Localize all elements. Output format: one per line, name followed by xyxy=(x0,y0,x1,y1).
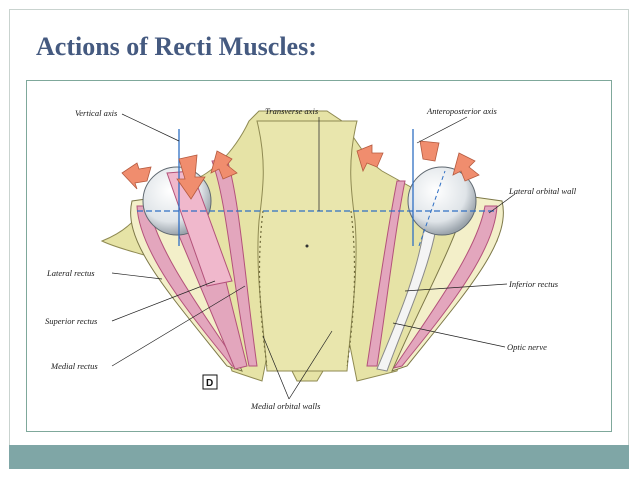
leader-anteroposterior-axis xyxy=(416,116,468,144)
leader-medial-orbital-walls-b xyxy=(288,330,333,400)
arrow-right-outer xyxy=(452,152,480,182)
leader-lateral-rectus xyxy=(111,272,163,280)
arrow-right-inner xyxy=(356,144,384,173)
label-lateral-rectus: Lateral rectus xyxy=(46,268,95,278)
medial-wall-left xyxy=(258,210,268,367)
left-medial-rectus xyxy=(211,158,258,367)
leader-inferior-rectus xyxy=(404,283,508,292)
orbit-diagram: Vertical axis Transverse axis Anteropost… xyxy=(45,106,577,411)
leader-medial-orbital-walls-a xyxy=(262,335,290,400)
leader-medial-rectus xyxy=(111,285,246,367)
center-dot xyxy=(305,244,309,248)
arrow-right-top xyxy=(419,140,440,162)
label-medial-orbital-walls: Medial orbital walls xyxy=(250,401,321,411)
label-inferior-rectus: Inferior rectus xyxy=(508,279,559,289)
rotation-arrows xyxy=(121,140,480,200)
anatomy-figure: Vertical axis Transverse axis Anteropost… xyxy=(26,80,612,432)
label-medial-rectus: Medial rectus xyxy=(50,361,98,371)
leader-optic-nerve xyxy=(392,322,506,348)
label-optic-nerve: Optic nerve xyxy=(507,342,547,352)
label-transverse-axis: Transverse axis xyxy=(265,106,319,116)
arrow-left-inner xyxy=(210,150,238,180)
panel-letter: D xyxy=(206,378,213,389)
label-anteroposterior-axis: Anteroposterior axis xyxy=(426,106,497,116)
right-lateral-rectus xyxy=(392,205,498,369)
panel-letter-box xyxy=(202,374,218,390)
label-superior-rectus: Superior rectus xyxy=(45,316,98,326)
medial-wall-right xyxy=(346,210,356,367)
right-eye-oblique-axis xyxy=(418,170,446,247)
label-lateral-orbital-wall: Lateral orbital wall xyxy=(508,186,577,196)
leader-vertical-axis xyxy=(121,113,180,142)
leader-lateral-orbital-wall xyxy=(488,193,516,214)
leader-superior-rectus xyxy=(111,280,216,322)
right-eyeball xyxy=(407,166,477,236)
slide-title: Actions of Recti Muscles: xyxy=(36,32,317,61)
right-optic-nerve xyxy=(376,220,438,372)
label-vertical-axis: Vertical axis xyxy=(75,108,118,118)
footer-bar xyxy=(9,445,629,469)
leader-lines xyxy=(111,113,516,400)
arrow-left-outer xyxy=(121,162,152,190)
arrow-left-down xyxy=(176,154,206,200)
right-medial-rectus xyxy=(366,180,406,367)
